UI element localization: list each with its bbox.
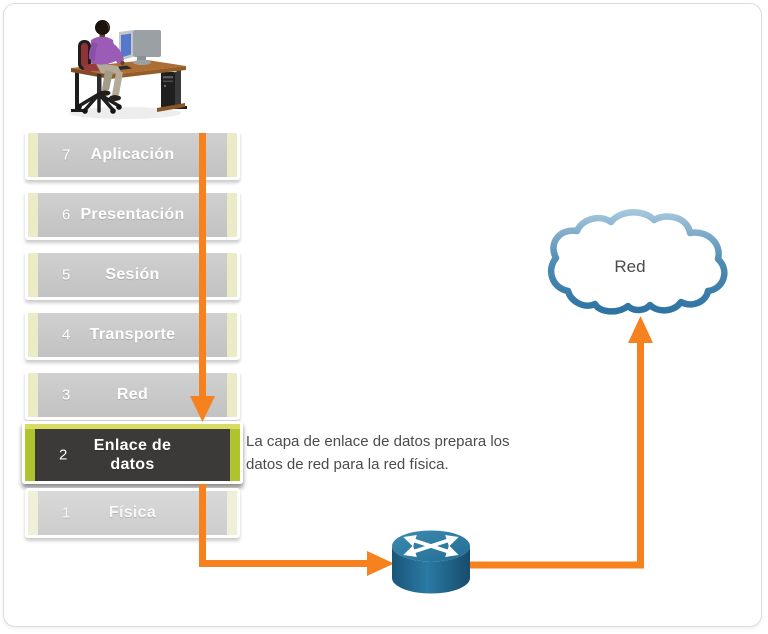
layer-label: Enlace de datos: [93, 436, 172, 473]
layer-label: Red: [116, 386, 149, 404]
layer-left-stripe: [28, 133, 38, 177]
osi-layer-4: 4 Transporte: [25, 310, 240, 360]
layer-number: 3: [62, 386, 71, 404]
osi-layer-7: 7 Aplicación: [25, 130, 240, 180]
layer-right-stripe: [227, 193, 237, 237]
osi-layer-5: 5 Sesión: [25, 250, 240, 300]
layer-right-stripe: [227, 491, 237, 535]
layer-top-stripe: [25, 424, 240, 429]
caption-text: La capa de enlace de datos prepara los d…: [246, 433, 510, 474]
layer-number: 6: [62, 206, 71, 224]
layer-left-stripe: [28, 491, 38, 535]
layer-label: Presentación: [80, 206, 185, 224]
layer-right-stripe: [230, 429, 240, 481]
layer-right-stripe: [227, 373, 237, 417]
layer-number: 5: [62, 266, 71, 284]
layer-right-stripe: [227, 313, 237, 357]
layer-left-stripe: [28, 253, 38, 297]
layer-left-stripe: [28, 313, 38, 357]
layer-number: 2: [59, 446, 68, 464]
layer-label: Sesión: [105, 266, 160, 284]
layer-number: 7: [62, 146, 71, 164]
osi-layer-stack: 7 Aplicación 6 Presentación 5: [22, 0, 243, 634]
layer-right-stripe: [227, 133, 237, 177]
osi-layer-6: 6 Presentación: [25, 190, 240, 240]
layer-label: Aplicación: [90, 146, 175, 164]
layer-right-stripe: [227, 253, 237, 297]
osi-layer-2-highlighted: 2 Enlace de datos: [22, 421, 243, 484]
osi-layer-3: 3 Red: [25, 370, 240, 420]
layer-label: Transporte: [89, 326, 176, 344]
layer-number: 4: [62, 326, 71, 344]
layer-left-stripe: [25, 429, 35, 481]
layer-label: Física: [108, 504, 157, 522]
layer-left-stripe: [28, 373, 38, 417]
osi-layer-1: 1 Física: [25, 488, 240, 538]
layer-left-stripe: [28, 193, 38, 237]
layer-number: 1: [62, 504, 71, 522]
